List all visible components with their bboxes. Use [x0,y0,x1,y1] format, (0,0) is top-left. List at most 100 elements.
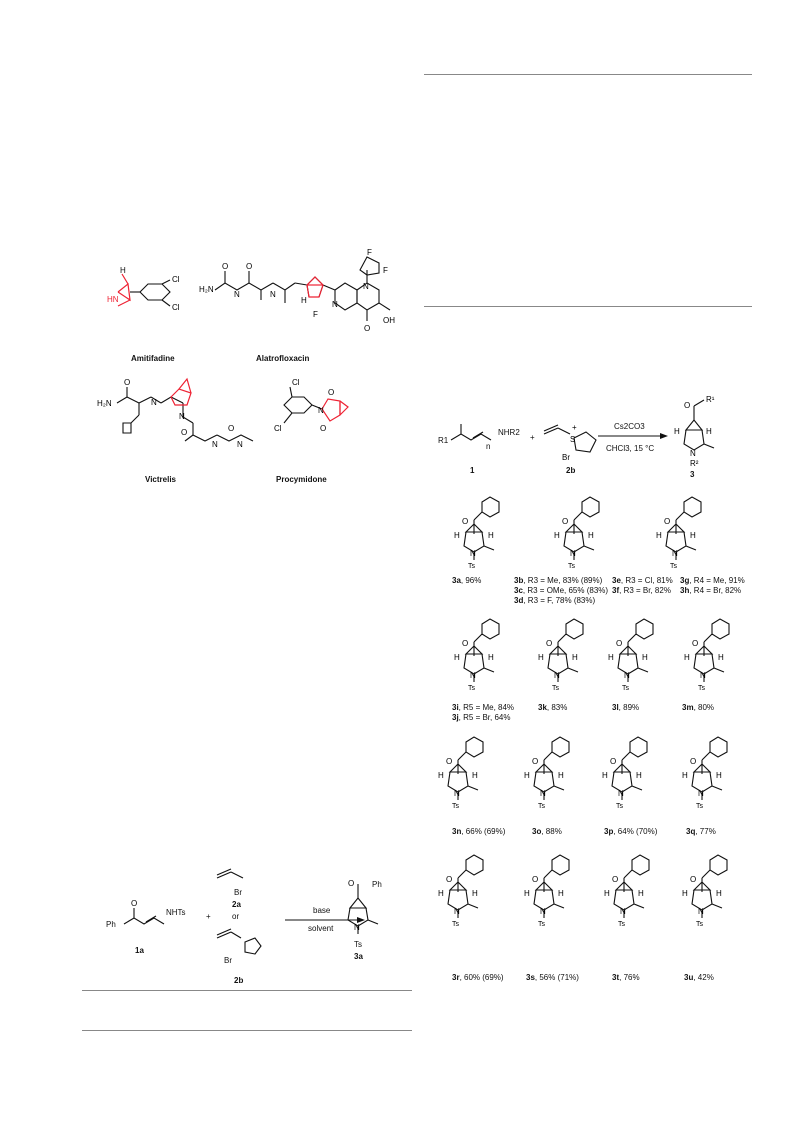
hydrogen-atom: H [602,771,608,780]
svg-text:F: F [383,266,388,275]
tosyl-atom: Ts [618,921,626,928]
svg-text:O: O [181,428,187,437]
svg-text:O: O [364,324,370,333]
table-rule-bottom [82,1030,412,1031]
product-caption-line: 3r, 60% (69%) [452,973,504,983]
svg-text:O: O [228,424,234,433]
procymidone-label: Procymidone [276,475,327,484]
compound-yield: , 56% (71%) [534,973,579,982]
tosyl-atom: Ts [468,563,476,570]
scheme-top-plus: + [530,433,535,442]
tosyl-atom: Ts [452,803,460,810]
product-caption: 3s, 56% (71%) [526,973,579,983]
svg-text:O: O [124,378,130,387]
product-caption-line: 3f, R3 = Br, 82% [612,586,673,596]
amitifadine-structure: HN H Cl Cl [107,266,180,312]
oxygen-atom: O [462,639,468,648]
scheme-bottom-product: O N [347,879,379,934]
compound-id: 3c [514,586,523,595]
compound-id: 3g [680,576,690,585]
svg-text:N: N [318,406,324,415]
svg-text:Cl: Cl [292,378,300,387]
tosyl-atom: Ts [538,921,546,928]
product-caption: 3m, 80% [682,703,714,713]
oxygen-atom: O [546,639,552,648]
scheme-bottom-arrow [285,917,365,923]
product-caption-line: 3p, 64% (70%) [604,827,657,837]
scheme-top-substrate [450,424,492,441]
svg-text:H₂N: H₂N [97,399,112,408]
nitrogen-atom: N [470,549,476,558]
svg-text:Cl: Cl [172,275,180,284]
hydrogen-atom: H [572,653,578,662]
scheme-bottom-product-ph: Ph [372,880,382,889]
hydrogen-atom: H [682,771,688,780]
compound-id: 3e [612,576,621,585]
hydrogen-atom: H [588,531,594,540]
scheme-top-nhr2: NHR2 [498,428,520,437]
scheme-bottom-plus: + [206,912,211,921]
hydrogen-atom: H [454,531,460,540]
product-caption: 3u, 42% [684,973,714,983]
reagent-2b-structure [216,928,262,955]
oxygen-atom: O [692,639,698,648]
hydrogen-atom: H [716,771,722,780]
product-caption-line: 3d, R3 = F, 78% (83%) [514,596,608,606]
scheme-top-product-label: 3 [690,470,695,479]
svg-text:R¹: R¹ [706,395,715,404]
product-caption: 3e, R3 = Cl, 81%3f, R3 = Br, 82% [612,576,673,596]
svg-text:F: F [367,248,372,257]
svg-text:O: O [328,388,334,397]
product-caption-line: 3j, R5 = Br, 64% [452,713,514,723]
product-caption-line: 3o, 88% [532,827,562,837]
nitrogen-atom: N [540,907,546,916]
hydrogen-atom: H [554,531,560,540]
hydrogen-atom: H [524,771,530,780]
compound-id: 3h [680,586,690,595]
compound-yield: , R5 = Br, 64% [458,713,511,722]
tosyl-atom: Ts [538,803,546,810]
tosyl-atom: Ts [696,803,704,810]
table-rule-top [82,990,412,991]
nitrogen-atom: N [470,671,476,680]
alatrofloxacin-label: Alatrofloxacin [256,354,310,363]
svg-text:O: O [348,879,354,888]
compound-yield: , R3 = Cl, 81% [620,576,673,585]
svg-text:H₂N: H₂N [199,285,214,294]
oxygen-atom: O [532,875,538,884]
compound-yield: , R4 = Me, 91% [689,576,745,585]
product-caption: 3t, 76% [612,973,640,983]
hydrogen-atom: H [682,889,688,898]
svg-text:H: H [674,427,680,436]
oxygen-atom: O [690,757,696,766]
svg-text:Cl: Cl [172,303,180,312]
product-caption-line: 3t, 76% [612,973,640,983]
nitrogen-atom: N [700,671,706,680]
scheme-bottom-product-label: 3a [354,952,363,961]
tosyl-atom: Ts [698,685,706,692]
svg-text:H: H [706,427,712,436]
scheme-bottom-substrate-label: 1a [135,946,144,955]
product-caption-line: 3a, 96% [452,576,481,586]
compound-yield: , 77% [695,827,716,836]
victrelis-structure: H₂N O N N O N N O [97,377,254,449]
reagent-or: or [232,912,240,921]
product-caption-line: 3c, R3 = OMe, 65% (83%) [514,586,608,596]
tosyl-atom: Ts [568,563,576,570]
svg-text:R²: R² [690,459,699,468]
compound-id: 3u [684,973,694,982]
product-caption: 3b, R3 = Me, 83% (89%)3c, R3 = OMe, 65% … [514,576,608,606]
svg-text:S: S [570,435,575,444]
compound-yield: , 66% (69%) [461,827,506,836]
hydrogen-atom: H [488,531,494,540]
oxygen-atom: O [664,517,670,526]
